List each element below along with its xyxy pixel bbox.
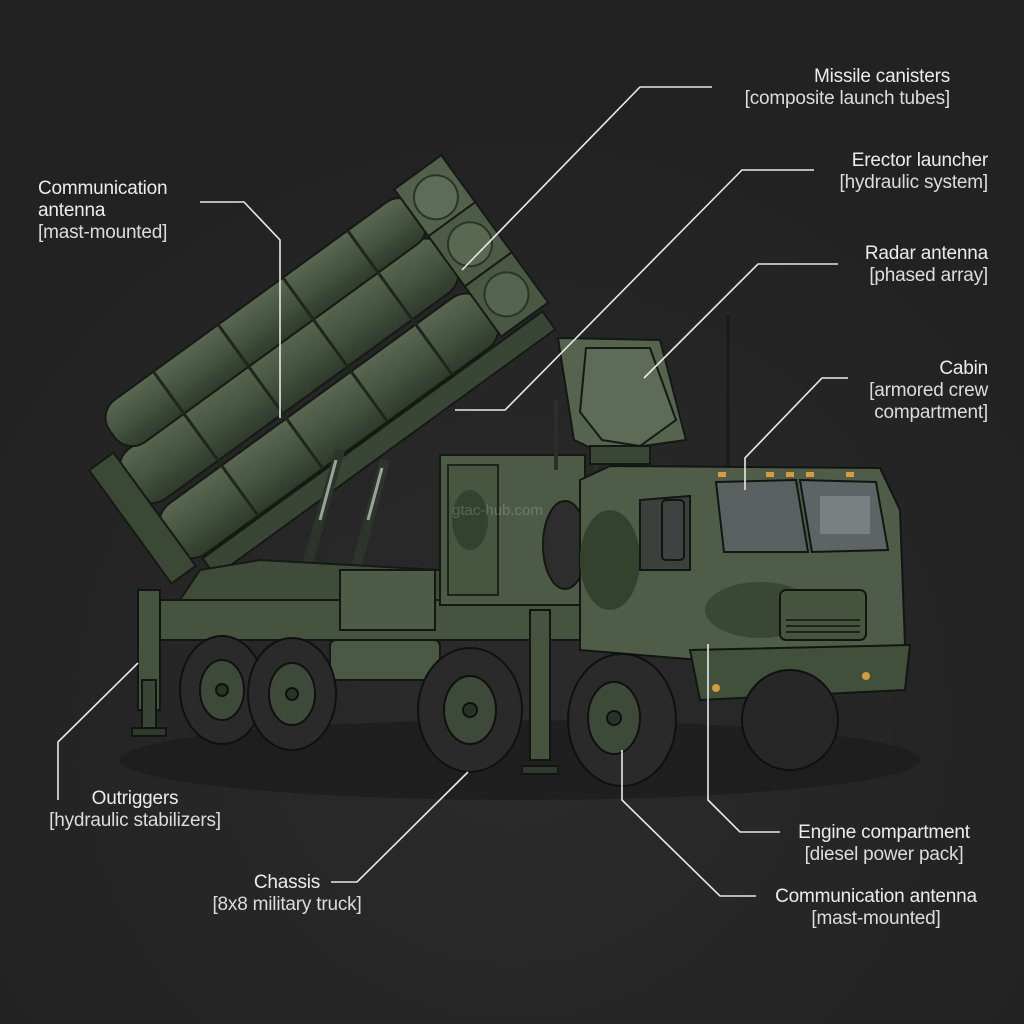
missile-canisters-illustration [87,153,557,601]
label-cabin: Cabin [armored crew compartment] [869,358,988,424]
label-subtitle: [diesel power pack] [804,844,964,865]
cabin-illustration [579,464,912,702]
label-title: Radar antenna [864,243,988,264]
leader-line-communication-antenna-top [200,201,281,418]
radar-antenna-illustration [554,336,688,470]
label-title: Cabin [939,358,988,379]
label-title: Erector launcher [851,150,988,171]
leader-line-erector-launcher [455,169,814,411]
label-chassis: Chassis [8x8 military truck] [202,872,372,916]
label-subtitle: [composite launch tubes] [744,88,951,109]
leader-line-missile-canisters [461,86,712,271]
label-engine-compartment: Engine compartment [diesel power pack] [786,822,982,866]
label-subtitle: [8x8 military truck] [212,894,362,915]
leader-line-engine-compartment [707,644,780,833]
label-subtitle-line1: [armored crew [869,380,988,401]
label-title-line2: antenna [38,200,106,221]
label-subtitle: [hydraulic system] [839,172,989,193]
ground-shadow [120,720,920,800]
wheels-illustration [179,635,839,787]
leader-line-radar-antenna [643,263,838,379]
label-title: Communication antenna [775,886,977,907]
label-erector-launcher: Erector launcher [hydraulic system] [839,150,989,194]
label-communication-antenna-bottom: Communication antenna [mast-mounted] [762,886,990,930]
label-subtitle: [phased array] [869,265,988,286]
leader-line-communication-antenna-bottom [621,750,756,897]
label-communication-antenna-top: Communication antenna [mast-mounted] [38,178,168,244]
watermark: gtac-hub.com [452,502,543,519]
leader-lines [57,86,848,897]
label-subtitle-line2: compartment] [874,402,988,423]
label-title: Engine compartment [798,822,970,843]
label-title: Missile canisters [814,66,950,87]
chassis-illustration [159,454,601,681]
label-title: Outriggers [91,788,179,809]
label-missile-canisters: Missile canisters [composite launch tube… [744,66,951,110]
label-subtitle: [mast-mounted] [811,908,941,929]
label-radar-antenna: Radar antenna [phased array] [865,243,988,287]
leader-line-outriggers [57,662,139,800]
label-subtitle: [hydraulic stabilizers] [49,810,221,831]
label-outriggers: Outriggers [hydraulic stabilizers] [38,788,232,832]
leader-line-chassis [331,771,469,883]
outrigger-illustration [131,589,559,775]
leader-line-cabin [744,377,848,490]
label-title: Chassis [253,872,321,893]
label-title-line1: Communication [38,178,168,199]
label-subtitle: [mast-mounted] [38,222,168,243]
